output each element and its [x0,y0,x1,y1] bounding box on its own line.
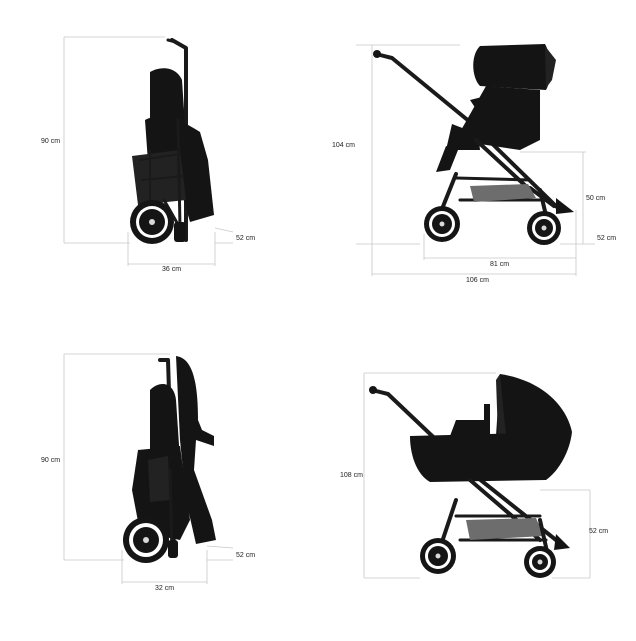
seat-config-depth-label: 52 cm [597,235,617,242]
folded-bassinet-height-label: 90 cm [41,457,61,464]
folded-seat-depth-label: 52 cm [236,235,256,242]
seat-config-length-label: 106 cm [466,277,489,284]
folded-bassinet-width-label: 32 cm [155,585,175,592]
bassinet-config-handle-label: 52 cm [589,528,609,535]
folded-seat-height-label: 90 cm [41,138,61,145]
stroller-seat-illustration [356,44,595,276]
seat-config-height-label: 104 cm [332,142,355,149]
folded-bassinet-depth-label: 52 cm [236,552,256,559]
folded-seat-width-label: 36 cm [162,266,182,273]
folded-stroller-seat-illustration [63,36,234,266]
folded-stroller-bassinet-illustration [63,353,234,584]
seat-config-handle-label: 50 cm [586,195,606,202]
bassinet-config-height-label: 108 cm [340,472,363,479]
seat-config-base-label: 81 cm [490,261,510,268]
stroller-bassinet-illustration [363,372,591,579]
